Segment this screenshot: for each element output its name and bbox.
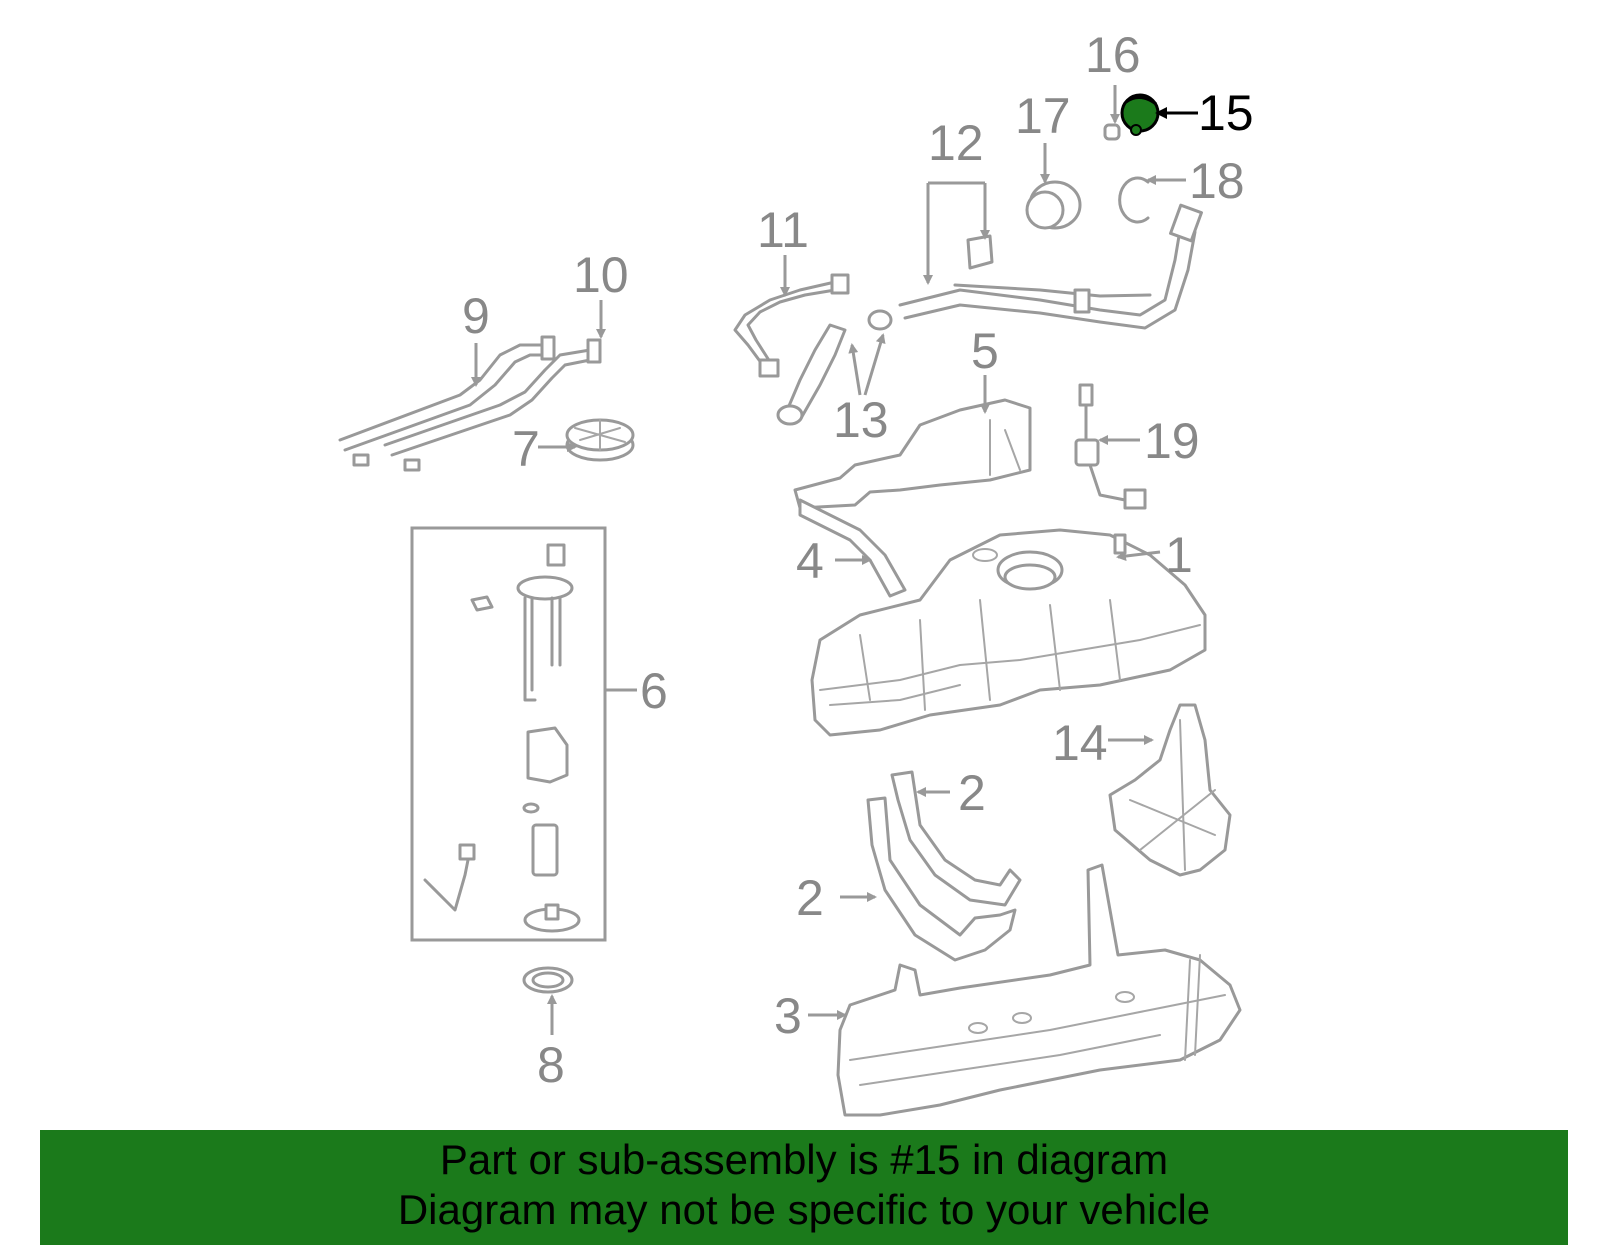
part-7-ring <box>565 418 635 462</box>
part-19-sender <box>1074 383 1147 510</box>
part-17-fuel-door <box>1025 180 1082 230</box>
callout-18: 18 <box>1189 153 1245 209</box>
part-15-gas-cap <box>1120 93 1160 136</box>
callout-3: 3 <box>774 988 802 1044</box>
callout-17: 17 <box>1015 88 1071 144</box>
callout-9: 9 <box>462 288 490 344</box>
leader-lines <box>471 85 1198 1035</box>
callout-14: 14 <box>1052 715 1108 771</box>
callout-15: 15 <box>1198 85 1254 141</box>
callout-1: 1 <box>1165 527 1193 583</box>
part-4-bracket <box>798 498 907 598</box>
callout-16: 16 <box>1085 27 1141 83</box>
banner-line-1: Part or sub-assembly is #15 in diagram <box>439 1136 1169 1183</box>
callout-10: 10 <box>573 247 629 303</box>
part-8-seal-ring <box>522 966 574 994</box>
part-6-pump-assembly <box>410 526 607 942</box>
part-18-ring <box>1118 176 1150 224</box>
part-1-fuel-tank <box>810 528 1207 737</box>
callout-12: 12 <box>928 115 984 171</box>
part-2-strap-upper <box>890 770 1022 907</box>
part-5-heat-shield <box>793 398 1032 510</box>
part-13-hose <box>776 309 893 426</box>
callout-5: 5 <box>971 323 999 379</box>
callout-19: 19 <box>1144 413 1200 469</box>
callout-2a: 2 <box>958 765 986 821</box>
callout-11: 11 <box>757 202 809 258</box>
banner-line-2: Diagram may not be specific to your vehi… <box>397 1186 1211 1233</box>
callout-4: 4 <box>796 533 824 589</box>
part-14-shield <box>1108 703 1232 877</box>
parts-diagram: 1 2 2 3 4 5 6 7 8 9 10 11 12 13 14 15 16… <box>338 27 1254 1117</box>
callout-13: 13 <box>833 392 889 448</box>
callout-7: 7 <box>512 421 540 477</box>
callout-labels: 1 2 2 3 4 5 6 7 8 9 10 11 12 13 14 15 16… <box>462 27 1254 1093</box>
notice-banner: Part or sub-assembly is #15 in diagram D… <box>40 1130 1568 1245</box>
part-2-strap-lower <box>866 796 1017 962</box>
part-11-sensor-wire <box>733 273 850 378</box>
callout-6: 6 <box>640 663 668 719</box>
part-16-bumper <box>1103 123 1121 141</box>
part-9-fuel-lines <box>338 335 602 472</box>
part-12-filler-pipe <box>898 203 1203 330</box>
callout-8: 8 <box>537 1037 565 1093</box>
part-3-skid-plate <box>836 863 1242 1117</box>
callout-2b: 2 <box>796 870 824 926</box>
